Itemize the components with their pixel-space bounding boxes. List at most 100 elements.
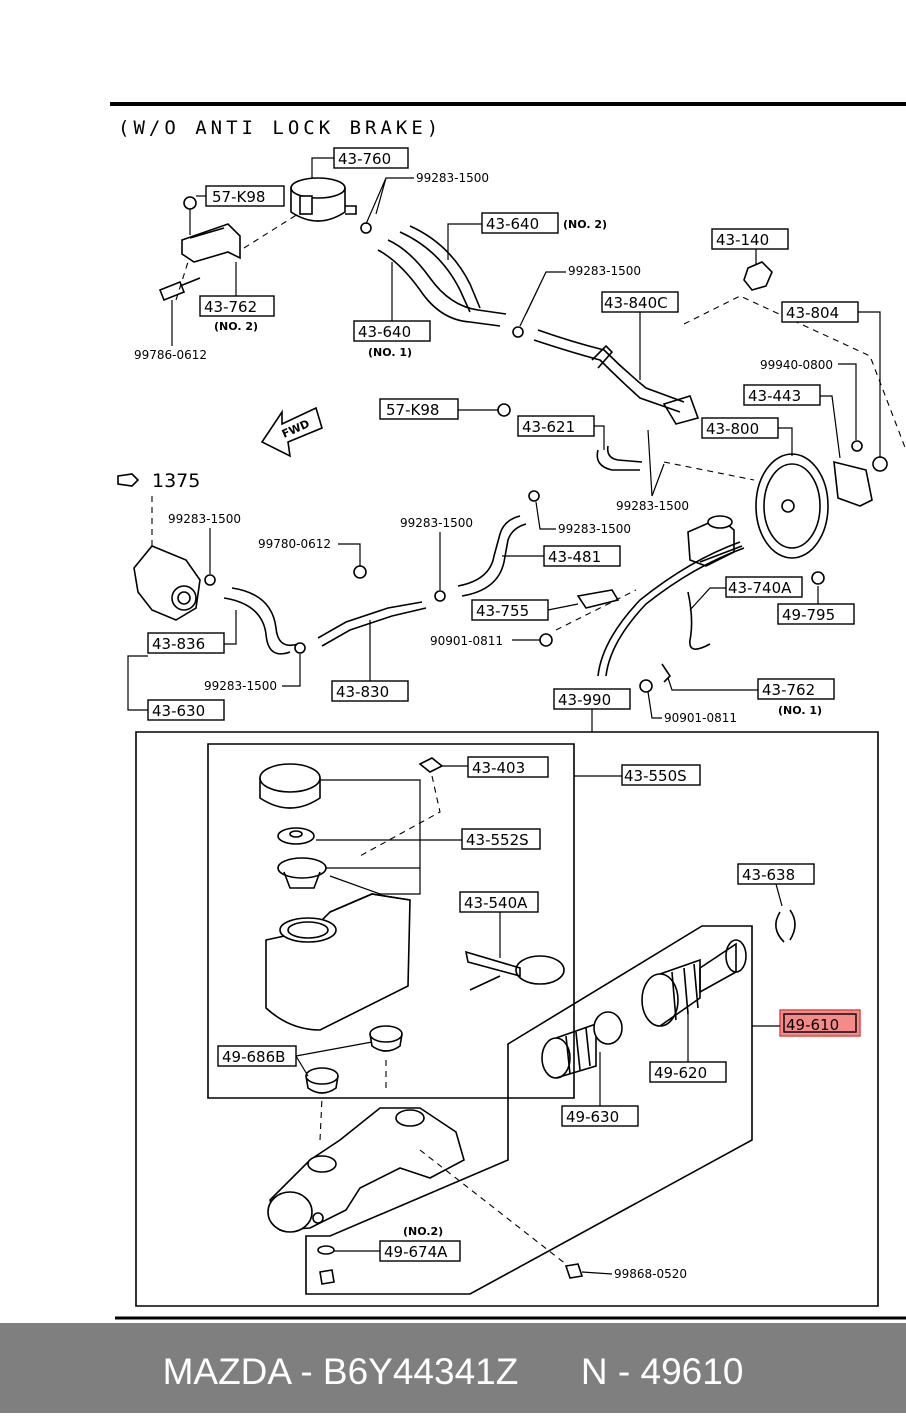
svg-text:(NO. 1): (NO. 1) — [368, 346, 412, 359]
svg-text:43-550S: 43-550S — [624, 767, 687, 785]
svg-text:43-638: 43-638 — [742, 866, 795, 884]
callout-49-620: 49-620 — [649, 1061, 727, 1083]
footer-banner: MAZDA - B6Y44341Z N - 49610 — [0, 1323, 906, 1413]
callout-43-140: 43-140 — [711, 228, 789, 250]
callout-43-762-no1: 43-762 (NO. 1) — [757, 678, 835, 717]
footer-part-info: MAZDA - B6Y44341Z N - 49610 — [0, 1323, 906, 1413]
callout-49-795: 49-795 — [777, 603, 855, 625]
fwd-arrow-icon: FWD — [260, 406, 323, 458]
callout-57-k98-top: 57-K98 — [205, 185, 285, 207]
svg-text:43-481: 43-481 — [548, 548, 601, 566]
callout-43-552s: 43-552S — [461, 828, 541, 850]
svg-text:(NO. 2): (NO. 2) — [214, 320, 258, 333]
callout-49-610: 49-610 — [779, 1009, 861, 1037]
svg-text:43-443: 43-443 — [748, 387, 801, 405]
master-cylinder-small — [687, 515, 743, 567]
svg-text:(NO. 2): (NO. 2) — [563, 218, 607, 231]
svg-text:43-755: 43-755 — [476, 602, 529, 620]
master-cylinder-body — [267, 1107, 465, 1233]
svg-text:43-836: 43-836 — [152, 635, 205, 653]
svg-text:43-804: 43-804 — [786, 304, 839, 322]
cylinder-kit-outline — [305, 925, 753, 1295]
callout-43-638: 43-638 — [737, 863, 815, 885]
callout-49-674a: 49-674A (NO.2) — [379, 1225, 461, 1262]
svg-text:49-630: 49-630 — [566, 1108, 619, 1126]
svg-text:57-K98: 57-K98 — [212, 188, 265, 206]
callout-43-830: 43-830 — [331, 680, 409, 702]
callout-43-836: 43-836 — [147, 632, 225, 654]
reservoir-kit-outline — [207, 743, 575, 1099]
diagram-title: (W/O ANTI LOCK BRAKE) — [118, 117, 442, 139]
svg-text:(NO.2): (NO.2) — [403, 1225, 443, 1238]
callout-43-481: 43-481 — [543, 545, 621, 567]
cap-seal — [277, 827, 315, 845]
svg-text:49-674A: 49-674A — [384, 1243, 448, 1261]
pn-99283-1500-g: 99283-1500 — [204, 679, 277, 693]
reservoir-clip — [464, 950, 565, 991]
svg-text:43-990: 43-990 — [558, 691, 611, 709]
callout-43-840c: 43-840C — [601, 291, 679, 313]
callout-43-640-no1: 43-640 (NO. 1) — [353, 320, 431, 359]
pn-90901-0811-a: 90901-0811 — [430, 634, 503, 648]
pn-99283-1500-f: 99283-1500 — [558, 522, 631, 536]
svg-text:1375: 1375 — [152, 470, 200, 492]
callout-43-804: 43-804 — [781, 301, 859, 323]
callout-43-640-no2: 43-640 (NO. 2) — [481, 212, 607, 234]
svg-text:43-640: 43-640 — [486, 215, 539, 233]
pn-99283-1500-e: 99283-1500 — [400, 516, 473, 530]
svg-text:43-540A: 43-540A — [464, 894, 528, 912]
callout-57-k98-mid: 57-K98 — [379, 398, 459, 420]
callout-43-550s: 43-550S — [621, 764, 701, 786]
svg-text:43-740A: 43-740A — [728, 579, 792, 597]
reservoir-cap — [259, 763, 321, 809]
callout-43-540a: 43-540A — [459, 891, 539, 913]
svg-text:57-K98: 57-K98 — [386, 401, 439, 419]
svg-text:43-800: 43-800 — [706, 420, 759, 438]
callout-43-443: 43-443 — [743, 384, 821, 406]
callout-43-990: 43-990 — [553, 688, 631, 710]
brake-booster — [755, 440, 888, 559]
pn-99283-1500-d: 99283-1500 — [168, 512, 241, 526]
secondary-piston — [541, 1011, 623, 1079]
svg-text:43-760: 43-760 — [338, 150, 391, 168]
svg-text:43-140: 43-140 — [716, 231, 769, 249]
callout-43-621: 43-621 — [517, 415, 595, 437]
pn-99283-1500-b: 99283-1500 — [568, 264, 641, 278]
reservoir-bracket — [158, 196, 241, 302]
reservoir-filter — [277, 857, 327, 889]
group-1375: 1375 — [117, 470, 200, 492]
svg-text:49-620: 49-620 — [654, 1064, 707, 1082]
pn-99868-0520: 99868-0520 — [614, 1267, 687, 1281]
callout-43-403: 43-403 — [467, 756, 549, 778]
primary-piston — [641, 939, 747, 1027]
callout-43-762-no2: 43-762 (NO. 2) — [199, 295, 275, 333]
svg-text:49-686B: 49-686B — [222, 1048, 285, 1066]
pn-99940-0800: 99940-0800 — [760, 358, 833, 372]
reservoir-grommets — [305, 1025, 403, 1094]
pn-99786-0612: 99786-0612 — [134, 348, 207, 362]
svg-text:43-840C: 43-840C — [604, 294, 668, 312]
svg-text:43-830: 43-830 — [336, 683, 389, 701]
callout-43-755: 43-755 — [471, 599, 549, 621]
callout-43-760: 43-760 — [333, 147, 409, 169]
svg-text:43-552S: 43-552S — [466, 831, 529, 849]
svg-text:43-630: 43-630 — [152, 702, 205, 720]
svg-text:43-621: 43-621 — [522, 418, 575, 436]
pn-99780-0612: 99780-0612 — [258, 537, 331, 551]
pn-99283-1500-a: 99283-1500 — [416, 171, 489, 185]
assembly-outline — [135, 731, 879, 1307]
callout-43-740a: 43-740A — [725, 576, 803, 598]
pn-99283-1500-c: 99283-1500 — [616, 499, 689, 513]
power-steering-pump — [133, 545, 201, 621]
pn-90901-0811-b: 90901-0811 — [664, 711, 737, 725]
callout-43-800: 43-800 — [701, 417, 779, 439]
svg-text:49-610: 49-610 — [786, 1016, 839, 1034]
remote-reservoir — [290, 177, 357, 222]
svg-text:43-762: 43-762 — [762, 681, 815, 699]
footer-brand-part: MAZDA - B6Y44341Z — [162, 1351, 519, 1392]
svg-text:43-403: 43-403 — [472, 759, 525, 777]
footer-ref: N - 49610 — [580, 1351, 744, 1392]
callout-49-686b: 49-686B — [217, 1045, 297, 1067]
callout-49-630: 49-630 — [561, 1105, 639, 1127]
